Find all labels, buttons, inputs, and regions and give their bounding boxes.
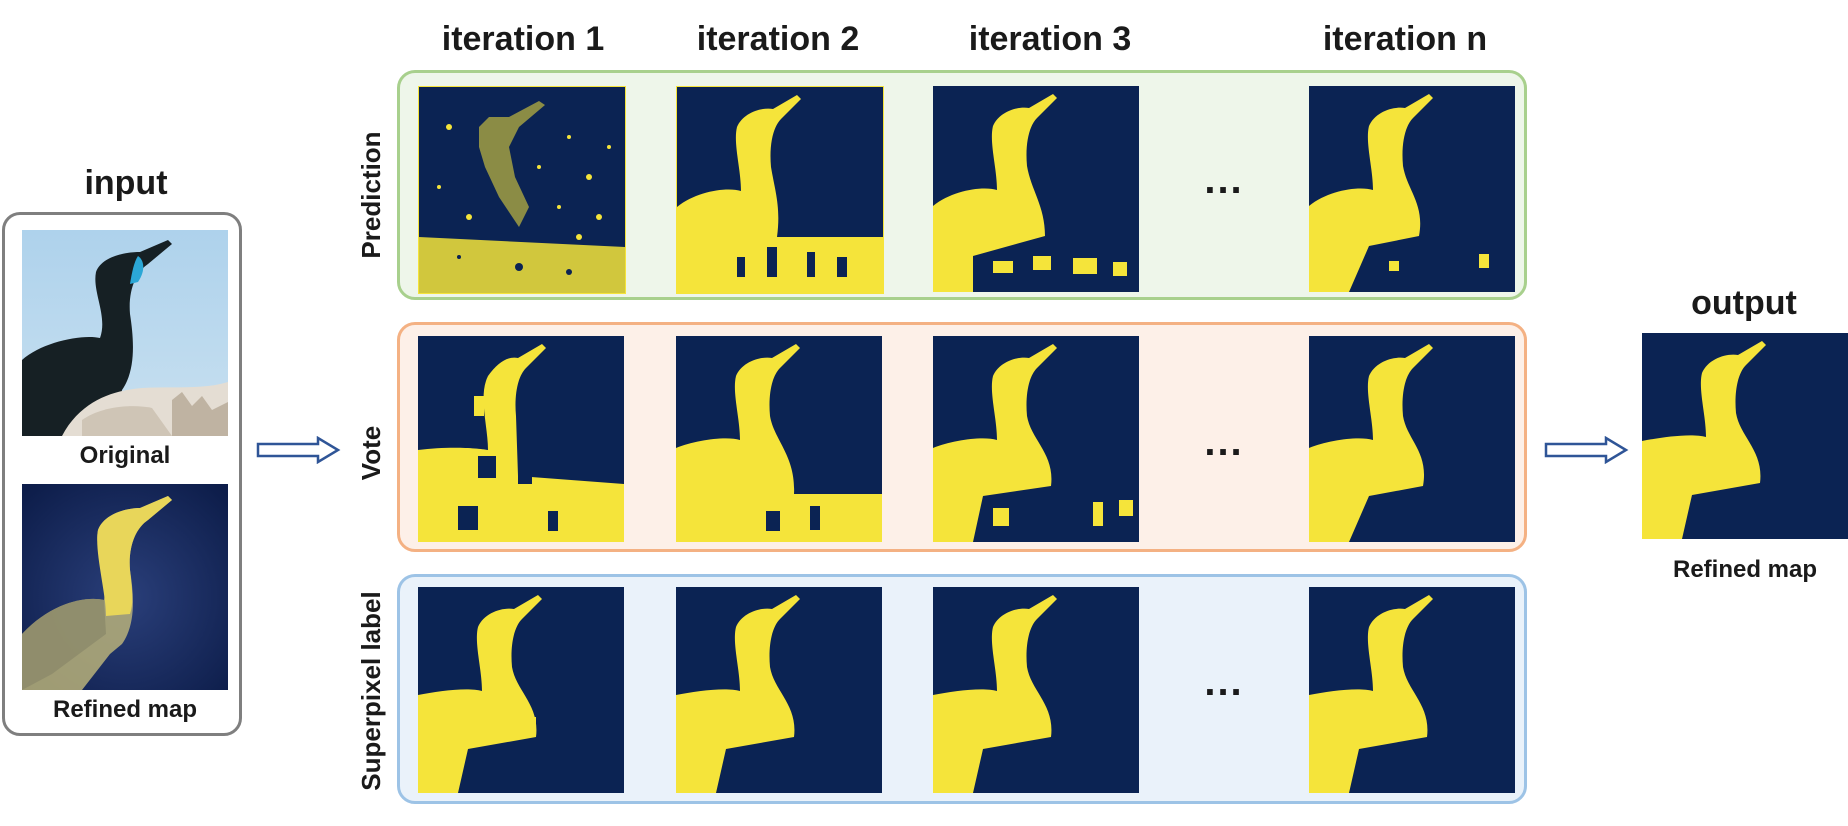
vote-map-itern bbox=[1309, 336, 1515, 542]
superpixel-map-iter3 bbox=[933, 587, 1139, 793]
ellipsis-prediction: ... bbox=[1204, 158, 1244, 202]
blended-saliency-map bbox=[22, 484, 228, 690]
vote-map-iter2 bbox=[676, 336, 882, 542]
input-refined-caption: Refined map bbox=[52, 696, 198, 723]
row-label-vote: Vote bbox=[356, 425, 386, 481]
original-image bbox=[22, 230, 228, 436]
input-title: input bbox=[84, 164, 168, 202]
vote-map-iter1 bbox=[418, 336, 624, 542]
output-title: output bbox=[1691, 284, 1797, 322]
ellipsis-superpixel: ... bbox=[1204, 660, 1244, 704]
superpixel-map-itern bbox=[1309, 587, 1515, 793]
row-label-superpixel: Superpixel label bbox=[356, 591, 386, 791]
prediction-map-itern bbox=[1309, 86, 1515, 292]
iteration-title-2: iteration 2 bbox=[696, 20, 860, 58]
output-refined-map bbox=[1642, 333, 1848, 539]
input-refined-map bbox=[22, 484, 228, 690]
superpixel-map-iter1 bbox=[418, 587, 624, 793]
input-panel bbox=[2, 212, 242, 736]
ellipsis-vote: ... bbox=[1204, 420, 1244, 464]
output-arrow-icon bbox=[1544, 436, 1629, 464]
input-arrow-icon bbox=[256, 436, 341, 464]
prediction-map-iter1 bbox=[418, 86, 626, 294]
cormorant-photo bbox=[22, 230, 228, 436]
iteration-title-1: iteration 1 bbox=[441, 20, 605, 58]
prediction-map-iter2 bbox=[676, 86, 884, 294]
vote-map-iter3 bbox=[933, 336, 1139, 542]
output-caption: Refined map bbox=[1672, 556, 1818, 583]
original-caption: Original bbox=[79, 442, 171, 469]
iteration-title-n: iteration n bbox=[1322, 20, 1488, 58]
row-label-prediction: Prediction bbox=[356, 131, 386, 259]
iteration-title-3: iteration 3 bbox=[968, 20, 1132, 58]
superpixel-map-iter2 bbox=[676, 587, 882, 793]
prediction-map-iter3 bbox=[933, 86, 1139, 292]
